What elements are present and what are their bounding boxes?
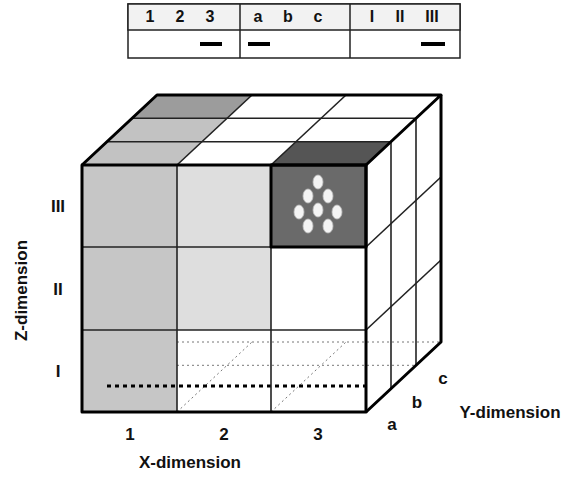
axis-tick: III bbox=[51, 198, 65, 215]
table-cell: II bbox=[396, 9, 405, 25]
axis-tick: 3 bbox=[313, 426, 322, 443]
axis-tick: II bbox=[53, 281, 62, 298]
table-cell: III bbox=[425, 9, 438, 25]
axis-tick: b bbox=[412, 394, 422, 411]
axis-title: Y-dimension bbox=[459, 404, 560, 421]
axis-tick: 1 bbox=[125, 426, 134, 443]
axis-title: X-dimension bbox=[139, 454, 241, 471]
table-cell: 3 bbox=[206, 9, 215, 25]
table-cell: I bbox=[370, 9, 374, 25]
table-cell: c bbox=[314, 9, 323, 25]
axis-tick: c bbox=[438, 370, 447, 387]
axis-tick: a bbox=[387, 416, 396, 433]
table-cell: 2 bbox=[176, 9, 185, 25]
table-cell: b bbox=[283, 9, 293, 25]
axis-tick: I bbox=[56, 363, 61, 380]
axis-title: Z-dimension bbox=[14, 239, 31, 340]
table-cell: 1 bbox=[146, 9, 155, 25]
axis-tick: 2 bbox=[219, 426, 228, 443]
table-cell: a bbox=[254, 9, 263, 25]
